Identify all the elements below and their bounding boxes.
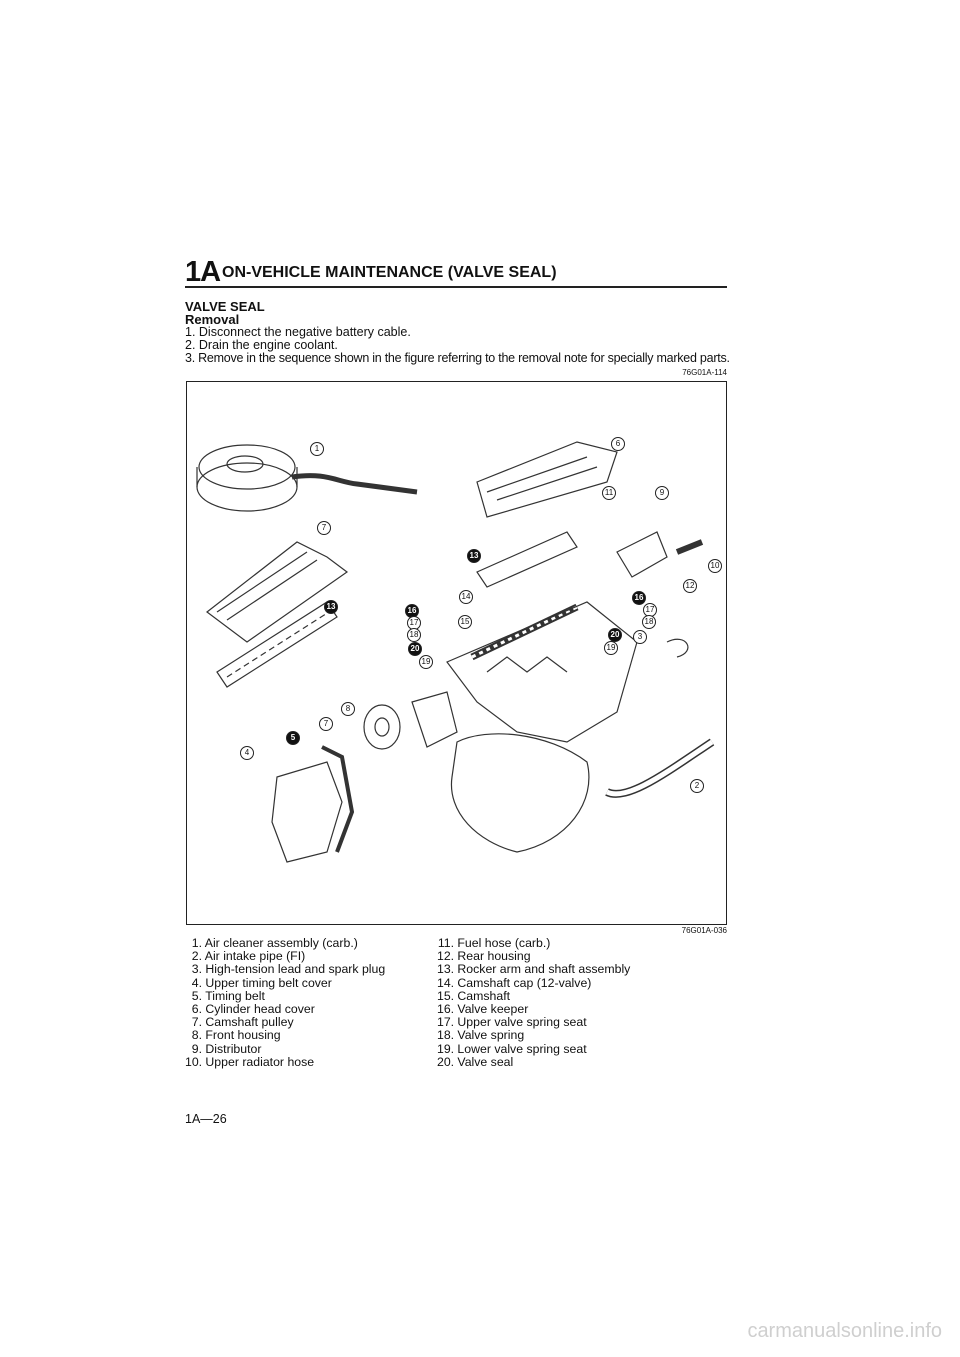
- callout-12: 12: [683, 579, 697, 593]
- chapter-number: 1A: [185, 256, 221, 288]
- legend-item: 16. Valve keeper: [437, 1002, 529, 1017]
- callout-13-left: 13: [324, 600, 338, 614]
- callout-7: 7: [317, 521, 331, 535]
- section-heading: VALVE SEAL: [185, 299, 265, 314]
- legend-item: 15. Camshaft: [437, 988, 511, 1003]
- callout-10: 10: [708, 559, 722, 573]
- legend-item: 4. Upper timing belt cover: [191, 975, 332, 990]
- engine-illustration: [196, 441, 715, 863]
- legend-right: 11. Fuel hose (carb.) 12. Rear housing 1…: [437, 936, 631, 1069]
- legend-item: 14. Camshaft cap (12-valve): [437, 975, 592, 990]
- legend-item: 1. Air cleaner assembly (carb.): [191, 936, 358, 950]
- legend-item: 2. Air intake pipe (FI): [191, 949, 306, 964]
- legend-item: 7. Camshaft pulley: [191, 1015, 294, 1030]
- legend-item: 9. Distributor: [191, 1041, 262, 1056]
- callout-1: 1: [310, 442, 324, 456]
- callout-6: 6: [611, 437, 625, 451]
- callout-19-left: 19: [419, 655, 433, 669]
- page-title: ON-VEHICLE MAINTENANCE (VALVE SEAL): [222, 264, 557, 281]
- step-3: 3. Remove in the sequence shown in the f…: [185, 351, 730, 365]
- legend-item: 5. Timing belt: [191, 988, 265, 1003]
- callout-4: 4: [240, 746, 254, 760]
- callout-15: 15: [458, 615, 472, 629]
- callout-7-lower: 7: [319, 717, 333, 731]
- callout-3: 3: [633, 630, 647, 644]
- callout-5: 5: [286, 731, 300, 745]
- figure-ref-bottom: 76G01A-036: [681, 926, 727, 935]
- step-1: 1. Disconnect the negative battery cable…: [185, 325, 411, 339]
- callout-14: 14: [459, 590, 473, 604]
- callout-9: 9: [655, 486, 669, 500]
- legend-item: 13. Rocker arm and shaft assembly: [437, 962, 631, 977]
- watermark: carmanualsonline.info: [747, 1320, 942, 1342]
- callout-18-right: 18: [642, 615, 656, 629]
- callout-20-right: 20: [608, 628, 622, 642]
- legend-item: 20. Valve seal: [437, 1054, 514, 1069]
- callout-19-right: 19: [604, 641, 618, 655]
- callout-18-left: 18: [407, 628, 421, 642]
- legend-item: 3. High-tension lead and spark plug: [191, 962, 386, 977]
- callout-11: 11: [602, 486, 616, 500]
- legend-item: 12. Rear housing: [437, 949, 531, 964]
- callout-17-left: 17: [407, 616, 421, 630]
- callout-8: 8: [341, 702, 355, 716]
- callout-13-right: 13: [467, 549, 481, 563]
- legend-item: 18. Valve spring: [437, 1028, 525, 1043]
- legend-item: 17. Upper valve spring seat: [437, 1015, 587, 1030]
- callout-20-left: 20: [408, 642, 422, 656]
- legend-left: 1. Air cleaner assembly (carb.) 2. Air i…: [185, 936, 386, 1069]
- figure-ref-top: 76G01A-114: [682, 368, 727, 377]
- legend-item: 19. Lower valve spring seat: [437, 1041, 587, 1056]
- subheading: Removal: [185, 312, 240, 327]
- page-number: 1A—26: [185, 1112, 227, 1126]
- callout-16-right: 16: [632, 591, 646, 605]
- exploded-engine-diagram: [186, 381, 727, 925]
- step-2: 2. Drain the engine coolant.: [185, 338, 338, 352]
- legend-item: 10. Upper radiator hose: [185, 1054, 315, 1069]
- header-rule: [185, 286, 727, 288]
- callout-2: 2: [690, 779, 704, 793]
- legend-item: 8. Front housing: [191, 1028, 281, 1043]
- legend-item: 11. Fuel hose (carb.): [437, 936, 551, 950]
- legend-item: 6. Cylinder head cover: [191, 1002, 315, 1017]
